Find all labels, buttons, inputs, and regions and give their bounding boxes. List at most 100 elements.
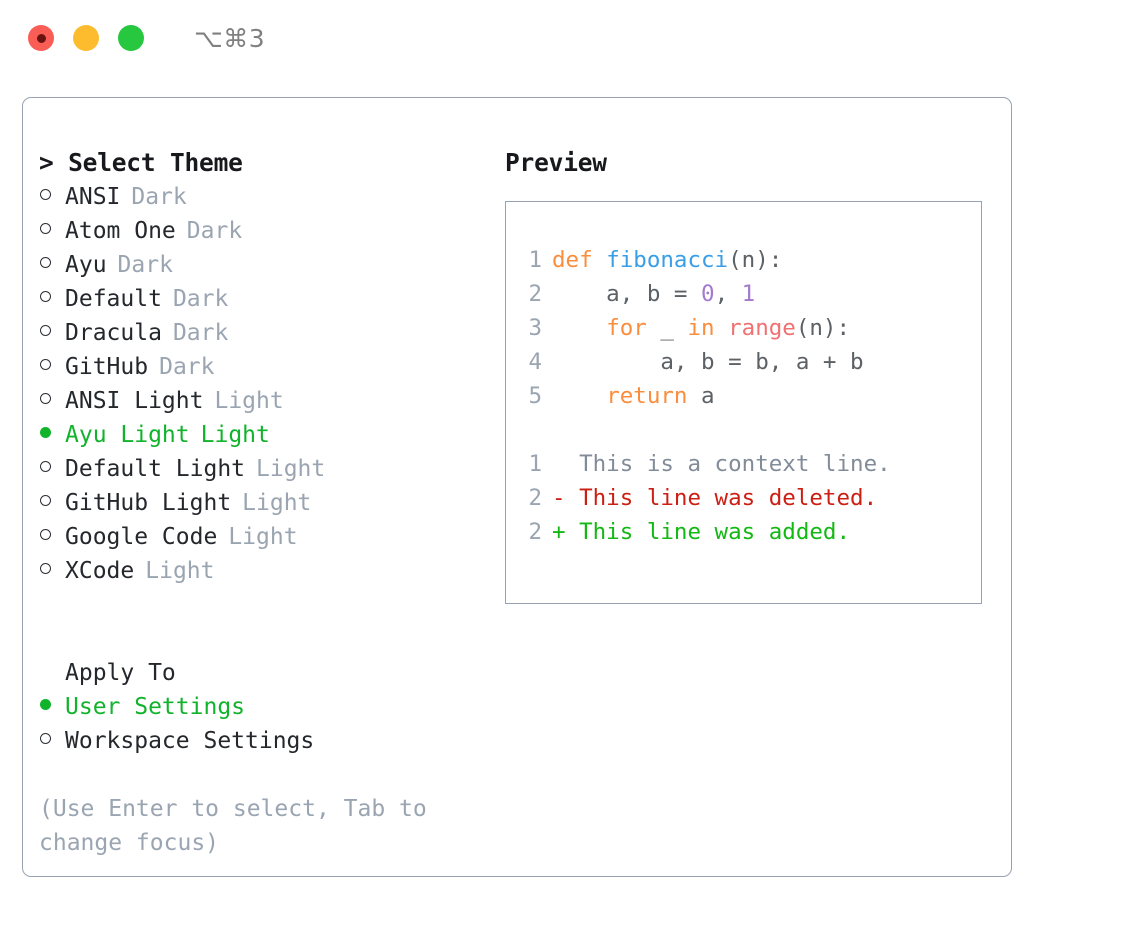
theme-option-label: GitHub Light — [65, 490, 232, 516]
diff-marker: - — [552, 485, 580, 511]
code-line: 4 a, b = b, a + b — [506, 345, 981, 379]
close-button[interactable] — [28, 25, 54, 51]
theme-variant-tag: Dark — [131, 184, 187, 210]
line-number: 1 — [528, 247, 542, 273]
line-number: 2 — [528, 485, 542, 511]
keyboard-hint-text: (Use Enter to select, Tab to change focu… — [39, 796, 441, 856]
apply-to-heading: Apply To — [65, 660, 176, 686]
theme-option-label: Dracula — [65, 320, 162, 346]
theme-variant-tag: Dark — [117, 252, 173, 278]
theme-variant-tag: Light — [228, 524, 298, 550]
apply-to-option-label: User Settings — [65, 694, 246, 720]
theme-option-label: ANSI Light — [65, 388, 204, 414]
theme-option-ansi[interactable]: ANSI Dark — [39, 180, 483, 214]
theme-variant-tag: Light — [256, 456, 326, 482]
radio-glyph — [40, 325, 51, 336]
radio-glyph — [40, 699, 51, 710]
preview-heading: Preview — [505, 148, 607, 177]
theme-option-label: Default — [65, 286, 162, 312]
theme-option-google-code[interactable]: Google Code Light — [39, 520, 483, 554]
radio-glyph — [40, 359, 51, 370]
theme-option-label: ANSI — [65, 184, 121, 210]
code-token: 0 — [701, 281, 715, 307]
code-line-text: def fibonacci(n): — [552, 243, 782, 277]
radio-glyph — [40, 733, 51, 744]
theme-variant-tag: Light — [214, 388, 284, 414]
code-token: a, b = b, a + b — [552, 349, 864, 375]
line-number: 2 — [528, 281, 542, 307]
theme-option-ayu-light[interactable]: Ayu Light Light — [39, 418, 483, 452]
code-line: 3 for _ in range(n): — [506, 311, 981, 345]
theme-option-label: Atom One — [65, 218, 176, 244]
line-number: 1 — [528, 451, 542, 477]
radio-glyph — [40, 291, 51, 302]
code-token: a, b = — [552, 281, 702, 307]
apply-to-option-user-settings[interactable]: User Settings — [39, 690, 483, 724]
theme-option-xcode[interactable]: XCode Light — [39, 554, 483, 588]
theme-variant-tag: Dark — [172, 286, 229, 312]
code-spacer — [506, 413, 981, 447]
window-titlebar: ⌥⌘3 — [0, 0, 1140, 76]
diff-line-text: This is a context line. — [579, 451, 891, 477]
minimize-button[interactable] — [73, 25, 99, 51]
diff-sample: 1 This is a context line. 2- This line wa… — [506, 447, 981, 549]
theme-variant-tag: Light — [145, 558, 215, 584]
code-line-text: a, b = b, a + b — [552, 345, 864, 379]
theme-variant-tag: Light — [200, 422, 270, 448]
code-token: a — [687, 383, 715, 409]
radio-glyph — [40, 393, 51, 404]
select-theme-heading: > Select Theme — [39, 148, 243, 177]
code-token: return — [606, 383, 688, 409]
theme-option-label: XCode — [65, 558, 135, 584]
diff-line-text: This line was deleted. — [579, 485, 878, 511]
diff-line-text: This line was added. — [579, 519, 851, 545]
theme-option-label: Google Code — [65, 524, 218, 550]
code-token: def — [552, 247, 607, 273]
theme-option-label: Ayu — [65, 252, 107, 278]
radio-glyph — [40, 223, 51, 234]
code-token: in — [687, 315, 715, 341]
apply-to-option-label: Workspace Settings — [65, 728, 315, 754]
radio-glyph — [40, 529, 51, 540]
diff-line: 2- This line was deleted. — [506, 481, 981, 515]
code-token: fibonacci — [606, 247, 729, 273]
code-token — [552, 383, 606, 409]
theme-option-ayu[interactable]: Ayu Dark — [39, 248, 483, 282]
code-line: 5 return a — [506, 379, 981, 413]
radio-glyph — [40, 563, 51, 574]
theme-option-label: Ayu Light — [65, 422, 190, 448]
code-token: , — [714, 281, 742, 307]
code-token: 1 — [741, 281, 756, 307]
theme-variant-tag: Dark — [159, 354, 215, 380]
line-number: 2 — [528, 519, 542, 545]
diff-marker — [552, 447, 579, 481]
radio-glyph — [40, 461, 51, 472]
code-line: 2 a, b = 0, 1 — [506, 277, 981, 311]
code-token — [552, 315, 606, 341]
theme-option-ansi-light[interactable]: ANSI Light Light — [39, 384, 483, 418]
theme-option-default[interactable]: Default Dark — [39, 282, 483, 316]
apply-to-option-workspace-settings[interactable]: Workspace Settings — [39, 724, 483, 758]
code-line-text: for _ in range(n): — [552, 311, 850, 345]
radio-glyph — [40, 427, 51, 438]
code-line-text: return a — [552, 379, 715, 413]
code-line-text: a, b = 0, 1 — [552, 277, 755, 311]
traffic-lights — [28, 25, 144, 51]
diff-line: 2 + This line was added. — [506, 515, 981, 549]
code-token: _ — [646, 315, 688, 341]
code-token: for — [606, 315, 647, 341]
maximize-button[interactable] — [118, 25, 144, 51]
diff-marker: + — [552, 519, 580, 545]
keyboard-shortcut-label: ⌥⌘3 — [194, 23, 266, 53]
code-token: (n): — [728, 247, 783, 273]
